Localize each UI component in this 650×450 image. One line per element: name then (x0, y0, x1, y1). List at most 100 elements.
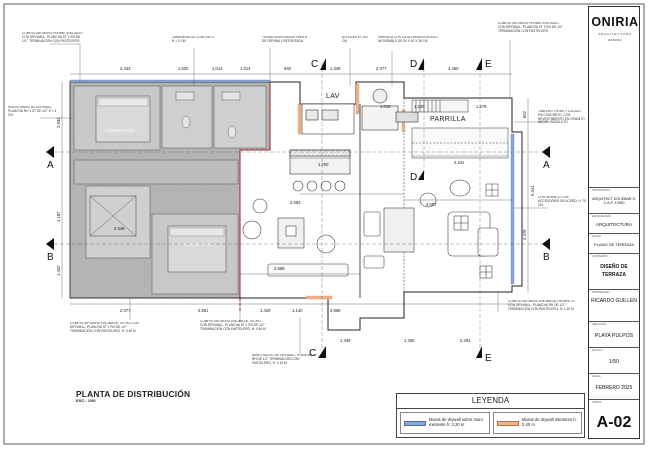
legend-swatch-orange (497, 421, 519, 426)
section-mark-d-top: D (410, 59, 417, 70)
section-mark-a-left: A (47, 160, 54, 171)
dim-bottom-5: 1.349 (340, 338, 351, 343)
tb-architect: PROYECTISTA ARQUITECT DOCEBAR S. C.A.P. … (589, 187, 639, 213)
note-parrilla-caja: PARRILLA CON CAJA CHINA EN ACERO INOXIDA… (378, 36, 438, 43)
note-nuevo-muro: NUEVO MURO DE DRYWALL, PLANCHA RH 1 ST D… (8, 106, 57, 117)
dim-top-6: 2.077 (376, 66, 387, 71)
section-mark-c-bottom: C (309, 348, 316, 359)
legend: LEYENDA Muros de drywall sobre muro exis… (396, 393, 585, 438)
sheet-border (3, 3, 645, 445)
dimension-lines (61, 73, 529, 305)
note-terma: TERMA SUSPENDIDA, PARED DE DRYWALL REFOR… (262, 36, 308, 43)
tb-date-value: FEBRERO 2025 (595, 385, 633, 391)
tb-content-label: CONTENIDO (592, 255, 608, 258)
section-mark-c-top: C (311, 59, 318, 70)
section-mark-e-top: E (485, 59, 492, 70)
tb-specialty: ESPECIALIDAD ARQUITECTURA (589, 213, 639, 233)
dim-top2-1: 1.276 (476, 104, 487, 109)
dim-top-5: 1.349 (330, 66, 341, 71)
dim-bottom-3: 1.140 (292, 308, 303, 313)
dim-bottom-0: 2.077 (120, 308, 131, 313)
bedroom-label-1: DORMITORIO (105, 128, 135, 133)
tb-sheet-number: A-02 (596, 414, 632, 431)
tb-sheet: LÁMINA A-02 (589, 399, 639, 440)
dim-top-4: 940 (284, 66, 292, 71)
dim-left-2: 1.402 (56, 265, 61, 276)
dim-inner-2: 2.083 (290, 200, 301, 205)
note-muro-bajo-techo: COMPLETAR MURO ENCIMA DE TECHO CON DRYWA… (70, 322, 139, 333)
tb-date-label: FECHA (592, 375, 601, 378)
drawing-title: PLANTA DE DISTRIBUCIÓN (76, 389, 191, 399)
note-perimeter-right: COMPLETAR MURO PERIMETRAL BAJO CON DRYWA… (498, 22, 564, 33)
dim-inner-4: 2.559 (274, 266, 285, 271)
annotations: COMPLETAR MURO PERIMETRAL BAJO CON DRYWA… (8, 22, 586, 365)
dim-inner-5: 2.348 (114, 226, 125, 231)
tb-content-value: DISEÑO DE TERRAZA (600, 264, 628, 278)
section-mark-b-left: B (47, 252, 54, 263)
tb-owner-label: PROPIETARIO (592, 291, 610, 294)
drawing-scale: ESC.: 1/50 (76, 398, 96, 403)
section-arrows (46, 58, 550, 358)
legend-title: LEYENDA (397, 396, 584, 409)
room-label-lav: LAV (326, 93, 340, 100)
tb-date: FECHA FEBRERO 2025 (589, 373, 639, 399)
legend-item-blue: Muros de drywall sobre muro existente h:… (400, 412, 490, 434)
section-mark-e-bottom: E (485, 353, 492, 364)
note-jardinera: JARDINERA DE CONCRETO. H = 0 CM (172, 36, 216, 43)
section-mark-d-mid: D (410, 172, 417, 183)
parrilla-area (411, 99, 509, 197)
section-mark-a-right: A (543, 160, 550, 171)
dim-left-0: 2.933 (56, 117, 61, 128)
note-alfeizar: ALFEIZER H: 100 CM (342, 36, 368, 43)
bottom-dimension-texts: 2.077 2.551 1.429 1.140 3.868 1.349 1.30… (120, 308, 471, 343)
dim-top-7: 1.240 (414, 104, 425, 109)
dim-left-1: 1.187 (56, 211, 61, 222)
firm-logo-sub2: ESTUDIO (608, 38, 622, 42)
dim-top-1: 1.620 (178, 66, 189, 71)
tb-owner-value: RICARDO GUILLEN (591, 298, 637, 304)
tb-architect-label: PROYECTISTA (592, 189, 611, 192)
tb-plan: PLANO PLANO DE TERRAZA (589, 233, 639, 253)
vertical-dimension-texts: 2.933 1.187 1.402 962 5.341 4.479 (56, 110, 535, 276)
tb-location-value: PLAYA PULPOS (594, 333, 634, 339)
dim-bottom-2: 1.429 (260, 308, 271, 313)
note-perimeter-left: COMPLETAR MURO PERIMETRAL BAJO CON DRYWA… (22, 32, 83, 43)
dim-top2-0: 1.018 (380, 104, 391, 109)
note-muro-encima: COMPLETAR MURO ENCIMA DE TECHO CON DRYWA… (200, 320, 266, 331)
note-muro-nuevo-bajo: MURO NUEVO DE DRYWALL, PLANCHA ST RH DE … (252, 354, 317, 365)
dim-top-8: 3.460 (448, 66, 459, 71)
firm-logo: ONIRIA (591, 15, 639, 29)
tb-location-label: UBICACIÓN (592, 323, 607, 326)
center-seating (242, 198, 349, 277)
top-dimension-texts: 2.443 1.620 1.014 1.014 940 1.349 2.077 … (120, 66, 487, 109)
tb-scale: ESCALA 1/50 (589, 347, 639, 373)
tb-plan-value: PLANO DE TERRAZA (594, 242, 634, 247)
tb-sheet-label: LÁMINA (592, 401, 602, 404)
legend-item-orange: Muros de drywall interiores h: 2.40 m (493, 412, 582, 434)
kitchen-area (289, 88, 419, 192)
dim-bottom-6: 1.305 (404, 338, 415, 343)
dim-right-1: 5.341 (530, 185, 535, 196)
dim-top-0: 2.443 (120, 66, 131, 71)
title-block: ONIRIA ARQUITECTURA ESTUDIO PROYECTISTA … (588, 6, 640, 439)
tb-specialty-label: ESPECIALIDAD (592, 215, 611, 218)
room-label-parrilla: PARRILLA (430, 116, 466, 123)
leader-lines (40, 40, 548, 354)
dim-top-2: 1.014 (212, 66, 223, 71)
legend-label-blue: Muros de drywall sobre muro existente h:… (429, 417, 483, 427)
lounge-seating (363, 179, 499, 279)
dim-inner-1: 2.431 (454, 160, 465, 165)
tb-plan-label: PLANO (592, 235, 601, 238)
axis-lines (54, 62, 548, 350)
firm-logo-sub: ARQUITECTURA (598, 32, 632, 36)
tb-location: UBICACIÓN PLAYA PULPOS (589, 321, 639, 347)
section-mark-b-right: B (543, 252, 550, 263)
dim-bottom-7: 2.291 (460, 338, 471, 343)
tb-owner: PROPIETARIO RICARDO GUILLEN (589, 289, 639, 321)
dim-bottom-4: 3.868 (330, 308, 341, 313)
legend-swatch-blue (404, 421, 426, 426)
dim-bottom-1: 2.551 (198, 308, 209, 313)
bedroom-label-2: DORMITORIO (183, 242, 213, 247)
note-cortavientos: CORTAVIENTO CON ACCESORIOS DE ACERO. H: … (538, 196, 586, 207)
